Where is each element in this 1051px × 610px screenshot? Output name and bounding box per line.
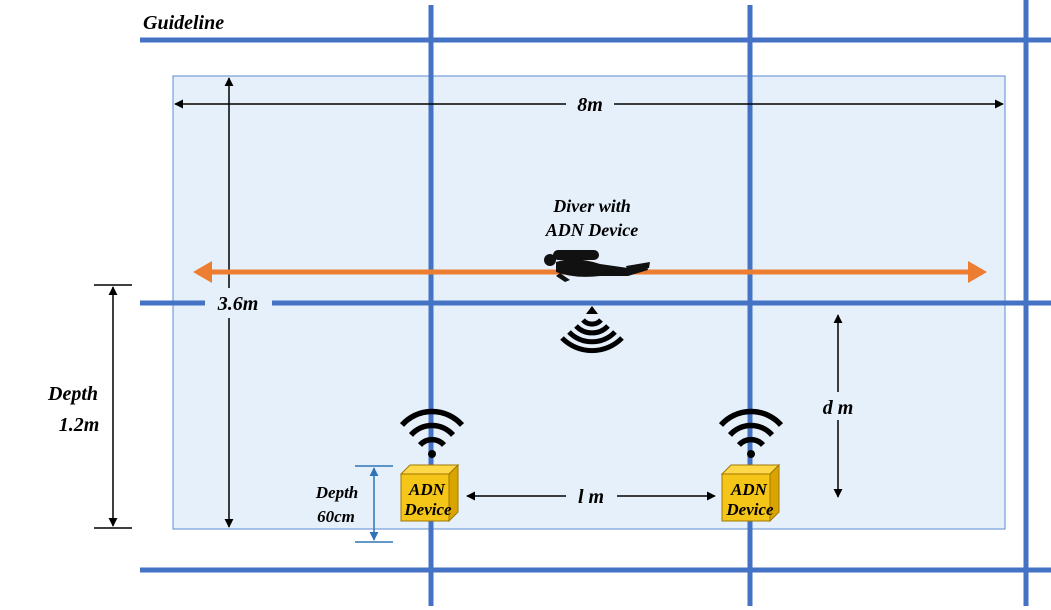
pool-depth-label-line2: 1.2m [59,414,100,436]
device-spacing-label: l m [578,486,604,508]
scuba-diver-icon [544,250,650,282]
wifi-signal-icon-device-2 [718,408,784,458]
guideline-label: Guideline [143,12,224,34]
adn-device-1: ADN Device [399,463,460,523]
adn-device-1-line2: Device [403,500,452,519]
pool-length-label: 8m [577,94,603,116]
wifi-signal-icon-device-1 [399,408,465,458]
diver-label-line1: Diver with [552,196,631,216]
device-depth-label-line2: 60cm [317,507,355,526]
adn-device-1-line1: ADN [408,480,446,499]
vertical-distance-label: d m [823,397,854,419]
sonar-wave-icon [560,306,624,354]
adn-device-2-line2: Device [725,500,774,519]
diver-label-line2: ADN Device [545,220,638,240]
adn-device-2: ADN Device [720,463,781,523]
device-depth-label-line1: Depth [315,483,359,502]
adn-device-2-line1: ADN [730,480,768,499]
device-depth-dimension [355,465,393,543]
pool-width-label: 3.6m [217,293,259,315]
pool-depth-label-line1: Depth [47,383,98,405]
pool-depth-dimension [94,284,132,529]
